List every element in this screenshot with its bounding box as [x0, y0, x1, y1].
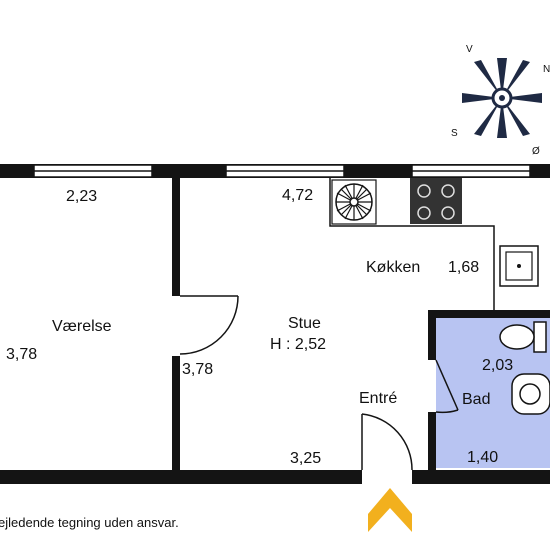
entrance-arrow [368, 488, 412, 532]
door-entrance [361, 413, 413, 471]
room-name: Stue [288, 315, 321, 332]
stove [410, 178, 462, 224]
compass-needle [497, 58, 507, 98]
room-name: Entré [359, 390, 397, 407]
wall-bottom [0, 470, 362, 484]
room-dim: 3,25 [290, 450, 321, 467]
compass-label-n: N [543, 64, 550, 75]
compass-rose: V N S Ø [451, 44, 550, 157]
room-name: Bad [462, 391, 490, 408]
wall-interior [172, 178, 180, 296]
wall-bathroom [428, 310, 550, 318]
room-dim: 2,03 [482, 357, 513, 374]
compass-center-dot [499, 95, 505, 101]
room-dim: 3,78 [182, 361, 213, 378]
wall-bottom [412, 470, 550, 484]
compass-needle [474, 98, 502, 136]
compass-label-o: Ø [532, 146, 540, 157]
room-name: Køkken [366, 259, 420, 276]
room-dim: 1,40 [467, 449, 498, 466]
fan-icon [331, 179, 377, 225]
compass-needle [502, 98, 530, 136]
compass-needle [474, 60, 502, 98]
window [33, 164, 153, 178]
room-dim: 3,78 [6, 346, 37, 363]
compass-label-s: S [451, 128, 458, 139]
disclaimer-text: ejledende tegning uden ansvar. [0, 515, 179, 530]
room-name: Værelse [52, 318, 112, 335]
window [411, 164, 531, 178]
compass-needle [462, 93, 502, 103]
toilet [499, 321, 547, 353]
compass-needle [502, 60, 530, 98]
kitchen-counter [329, 178, 539, 310]
bathroom-sink [511, 373, 550, 415]
door-vaerelse [179, 295, 239, 355]
wall-bathroom [428, 310, 436, 360]
room-dim: 1,68 [448, 259, 479, 276]
room-dim: 4,72 [282, 187, 313, 204]
compass-needle [502, 93, 542, 103]
compass-label-v: V [466, 44, 473, 55]
compass-needle [497, 98, 507, 138]
room-dim: 2,23 [66, 188, 97, 205]
door-bathroom [435, 359, 459, 414]
wall-bathroom [428, 412, 436, 470]
window [225, 164, 345, 178]
wall-interior [172, 356, 180, 470]
room-height: H : 2,52 [270, 336, 326, 353]
